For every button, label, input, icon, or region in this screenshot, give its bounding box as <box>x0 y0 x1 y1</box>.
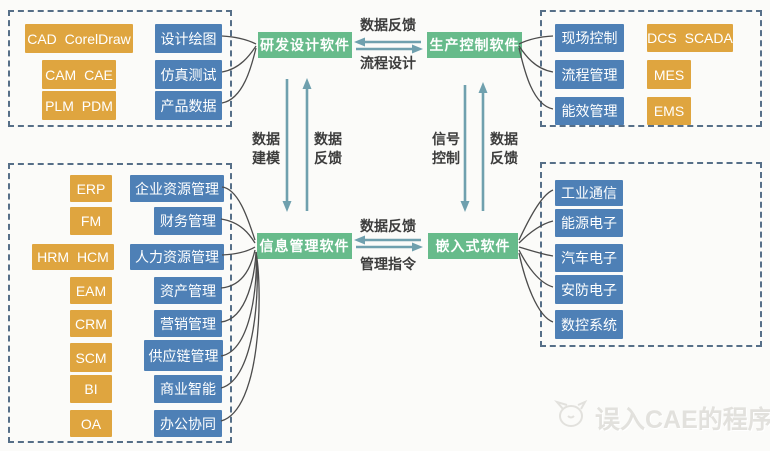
flow-label-signal-control: 信号控制 <box>432 131 460 166</box>
node-process-management: 流程管理 <box>555 60 624 89</box>
hub-embedded-software: 嵌入式软件 <box>428 233 518 259</box>
flow-label-data-feedback-mid: 数据反馈 <box>360 218 416 234</box>
node-ems: EMS <box>647 97 691 125</box>
arrow-bottom-right-head <box>412 242 423 252</box>
watermark: 误入CAE的程序员 <box>552 399 770 436</box>
arrow-top-right-head <box>412 44 423 54</box>
node-cad-coreldraw: CAD CorelDraw <box>25 24 133 53</box>
arrow-left-up-head <box>302 78 312 89</box>
node-industrial-comm: 工业通信 <box>555 180 623 206</box>
node-scm: SCM <box>70 343 112 372</box>
design-tools-group: CAD CorelDraw CAM CAE PLM PDM 设计绘图 仿真测试 … <box>8 10 232 127</box>
node-cnc-systems: 数控系统 <box>555 310 623 339</box>
node-cam-cae: CAM CAE <box>42 60 116 89</box>
management-tools-group: ERP FM HRM HCM EAM CRM SCM BI OA 企业资源管理 … <box>8 163 232 443</box>
node-dcs-scada: DCS SCADA <box>647 24 733 52</box>
flow-label-management-command: 管理指令 <box>360 256 416 272</box>
node-plm-pdm: PLM PDM <box>42 91 116 120</box>
hub-rd-design-software: 研发设计软件 <box>258 32 352 58</box>
arrow-left-down-head <box>282 201 292 212</box>
node-erp: ERP <box>70 175 112 202</box>
arrow-right-down-head <box>460 201 470 212</box>
arrow-right-up-head <box>478 82 488 93</box>
node-mes: MES <box>647 60 691 89</box>
node-finance-management: 财务管理 <box>154 207 222 235</box>
node-product-data: 产品数据 <box>155 91 222 120</box>
flow-label-data-feedback-right: 数据反馈 <box>490 131 518 166</box>
node-eam: EAM <box>70 277 112 304</box>
watermark-text: 误入CAE的程序员 <box>595 405 770 434</box>
flow-label-data-feedback-top: 数据反馈 <box>360 17 416 33</box>
node-field-control: 现场控制 <box>555 24 624 52</box>
flow-label-data-modeling: 数据建模 <box>252 131 280 166</box>
hub-production-control-software: 生产控制软件 <box>427 32 522 58</box>
node-energy-efficiency: 能效管理 <box>555 97 624 125</box>
node-business-intelligence: 商业智能 <box>154 375 222 403</box>
node-office-collaboration: 办公协同 <box>154 410 222 437</box>
node-enterprise-resource: 企业资源管理 <box>130 175 224 202</box>
flow-label-data-feedback-left: 数据反馈 <box>314 131 342 166</box>
node-marketing-management: 营销管理 <box>154 310 222 337</box>
node-crm: CRM <box>70 310 112 337</box>
node-security-electronics: 安防电子 <box>555 275 623 304</box>
node-asset-management: 资产管理 <box>154 277 222 304</box>
flow-label-process-design: 流程设计 <box>360 55 416 71</box>
node-hrm-hcm: HRM HCM <box>32 244 114 270</box>
cat-icon <box>552 399 588 436</box>
node-oa: OA <box>70 410 112 437</box>
node-fm: FM <box>70 207 112 235</box>
node-energy-electronics: 能源电子 <box>555 209 623 237</box>
production-tools-group: 现场控制 流程管理 能效管理 DCS SCADA MES EMS <box>540 10 762 127</box>
embedded-domains-group: 工业通信 能源电子 汽车电子 安防电子 数控系统 <box>540 162 762 347</box>
node-hr-management: 人力资源管理 <box>130 244 224 270</box>
hub-info-management-software: 信息管理软件 <box>257 233 352 259</box>
node-bi: BI <box>70 375 112 403</box>
arrow-bottom-left-head <box>354 235 365 245</box>
node-auto-electronics: 汽车电子 <box>555 244 623 272</box>
node-design-drawing: 设计绘图 <box>155 24 222 53</box>
node-supply-chain: 供应链管理 <box>144 340 223 371</box>
node-simulation-test: 仿真测试 <box>155 60 222 89</box>
arrow-top-left-head <box>354 37 365 47</box>
